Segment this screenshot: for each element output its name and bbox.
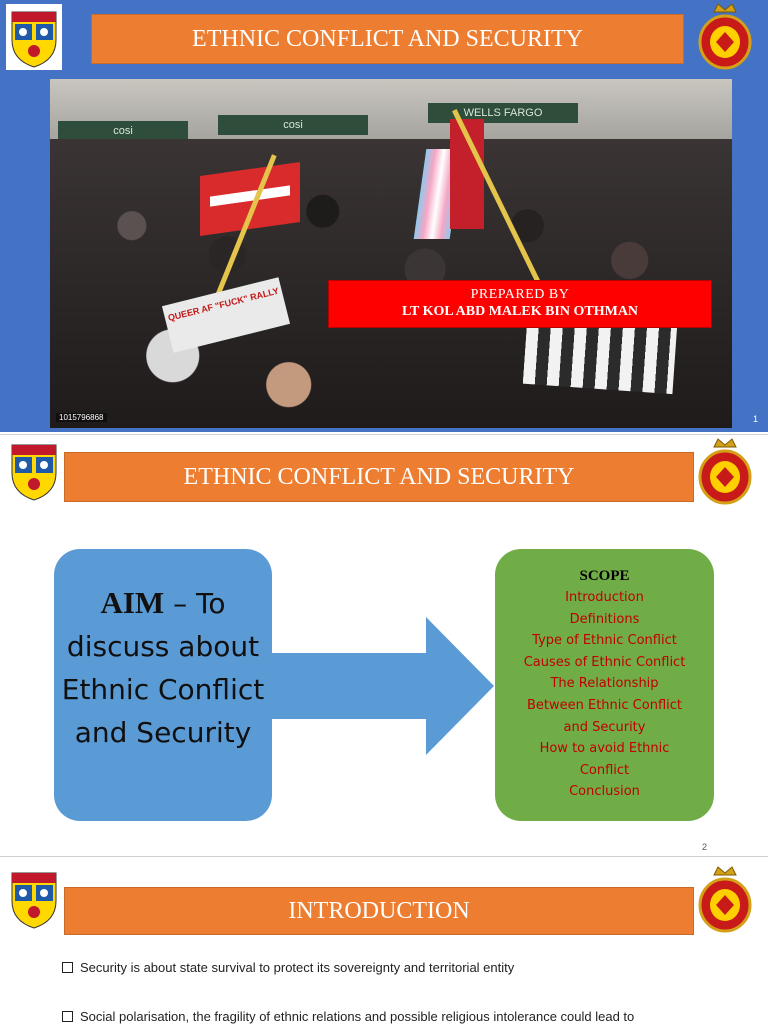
store-sign-1: cosi: [58, 121, 188, 141]
scope-list: Introduction Definitions Type of Ethnic …: [495, 587, 714, 803]
stock-photo-id: 1015796868: [56, 413, 107, 422]
page-number: 2: [702, 842, 708, 852]
university-crest-icon: [11, 444, 57, 501]
scope-item: Introduction: [565, 590, 644, 605]
slide-3: INTRODUCTION Security is about state sur…: [0, 856, 768, 1025]
scope-item: The Relationship: [550, 676, 659, 692]
military-college-crest-icon: [698, 866, 752, 933]
presenter-name: LT KOL ABD MALEK BIN OTHMAN: [401, 304, 639, 319]
store-sign-3: WELLS FARGO: [428, 103, 578, 123]
scope-title: SCOPE: [579, 568, 630, 584]
checkbox-bullet-icon: [62, 1011, 73, 1022]
aim-text: – To discuss about Ethnic Conflict and S…: [61, 587, 265, 749]
aim-label: AIM: [100, 585, 165, 620]
scope-item: Definitions: [569, 611, 640, 627]
scope-item: Between Ethnic Conflict: [526, 697, 682, 713]
scope-item: Type of Ethnic Conflict: [532, 633, 677, 649]
scope-item: Conflict: [579, 762, 630, 778]
page-number: 1: [752, 414, 758, 424]
slide-title: ETHNIC CONFLICT AND SECURITY: [91, 14, 684, 64]
prepared-by-label: PREPARED BY: [470, 287, 570, 302]
right-arrow-icon: [272, 617, 494, 755]
store-sign-2: cosi: [218, 115, 368, 135]
aim-box: AIM – To discuss about Ethnic Conflict a…: [54, 549, 272, 821]
scope-item: Causes of Ethnic Conflict: [523, 654, 686, 670]
slide-2: ETHNIC CONFLICT AND SECURITY AIM – To di…: [0, 434, 768, 855]
university-crest-icon: [11, 872, 57, 929]
university-crest-icon: [6, 4, 62, 70]
slide-1: ETHNIC CONFLICT AND SECURITY cosi cosi W…: [0, 0, 768, 432]
protest-photo: cosi cosi WELLS FARGO QUEER AF "FUCK" RA…: [50, 79, 732, 428]
military-college-crest-icon: [698, 438, 752, 505]
aim-text-block: AIM – To discuss about Ethnic Conflict a…: [54, 581, 272, 754]
slide-title: ETHNIC CONFLICT AND SECURITY: [64, 452, 694, 502]
scope-item: How to avoid Ethnic: [539, 741, 670, 757]
bullet-text: Security is about state survival to prot…: [80, 960, 515, 975]
scope-item: Conclusion: [569, 784, 640, 800]
bullet-item: Security is about state survival to prot…: [62, 960, 514, 975]
bullet-item: Social polarisation, the fragility of et…: [62, 1009, 634, 1024]
scope-item: and Security: [563, 719, 646, 735]
bullet-text: Social polarisation, the fragility of et…: [80, 1009, 635, 1024]
military-college-crest-icon: [698, 3, 752, 70]
presenter-box: PREPARED BY LT KOL ABD MALEK BIN OTHMAN: [328, 280, 712, 328]
checkbox-bullet-icon: [62, 962, 73, 973]
slide-title: INTRODUCTION: [64, 887, 694, 935]
scope-box: SCOPE Introduction Definitions Type of E…: [495, 549, 714, 821]
